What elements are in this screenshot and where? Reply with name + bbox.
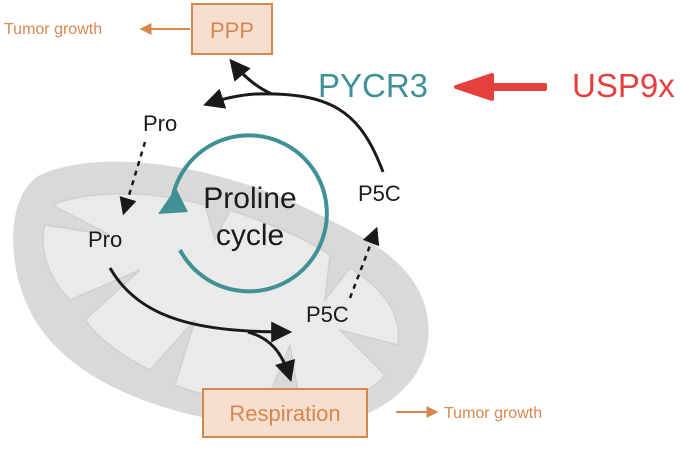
respiration-label: Respiration — [229, 401, 340, 426]
arrow-to-respiration — [247, 330, 296, 383]
cycle-label-line1: Proline — [203, 182, 296, 215]
cycle-circle — [170, 133, 329, 294]
tumor-growth-right-label: Tumor growth — [444, 405, 542, 422]
ppp-box: PPP — [191, 3, 273, 55]
pro-mito-label: Pro — [88, 227, 122, 252]
p5c-right-label: P5C — [358, 181, 401, 206]
arrow-p5c-export — [348, 226, 380, 299]
arrow-usp9x-to-pycr3 — [454, 73, 547, 101]
cycle-label-line2: cycle — [216, 219, 284, 252]
cycle-arrowhead — [158, 188, 188, 214]
arrow-to-ppp — [229, 58, 273, 96]
pycr3-label: PYCR3 — [318, 67, 428, 104]
proline-cycle-ring — [158, 133, 329, 294]
pro-top-label: Pro — [143, 111, 177, 136]
usp9x-label: USP9x — [572, 67, 675, 104]
pathway-arrows — [108, 23, 547, 418]
tumor-growth-left-label: Tumor growth — [4, 21, 102, 38]
p5c-mito-label: P5C — [306, 302, 349, 327]
respiration-box: Respiration — [202, 388, 368, 438]
ppp-label: PPP — [210, 18, 254, 43]
arrow-pro-to-p5c — [108, 267, 293, 343]
arrow-pro-transport — [119, 141, 147, 216]
arrow-p5c-to-pro — [203, 88, 385, 173]
